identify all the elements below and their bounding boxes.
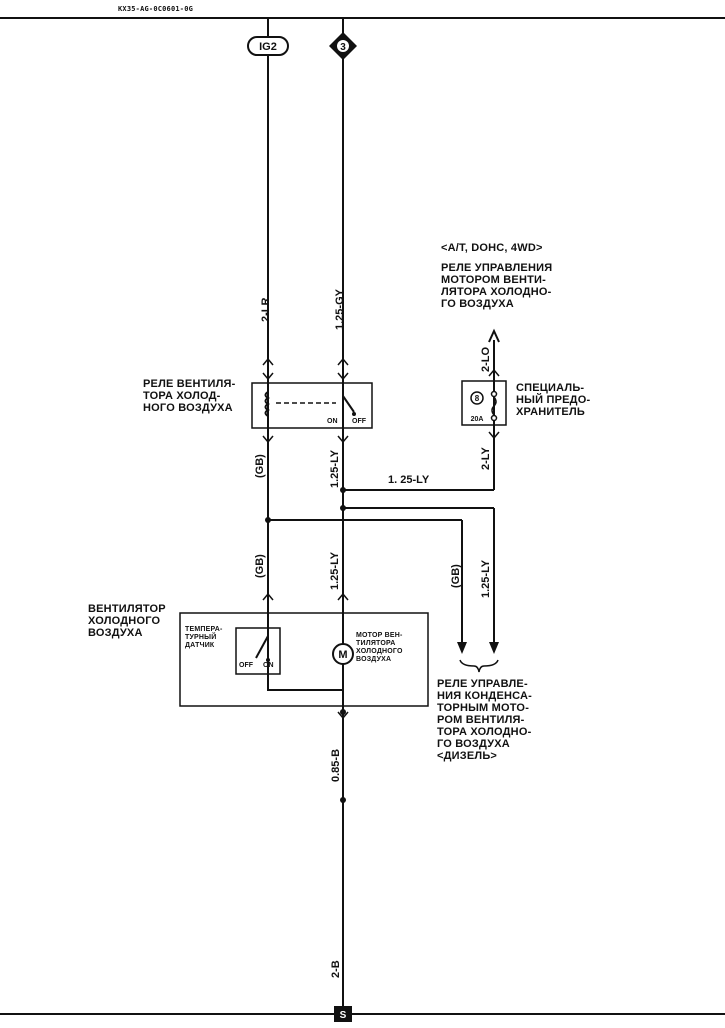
fan-relay-label: РЕЛЕ ВЕНТИЛЯ- ТОРА ХОЛОД- НОГО ВОЗДУХА	[143, 378, 236, 414]
wire-label-relay-out-right: 1.25-LY	[329, 449, 341, 488]
special-fuse-number: 8	[475, 394, 480, 403]
sensor-switch-blade	[255, 635, 269, 659]
special-fuse-badge	[470, 391, 484, 405]
sensor-off-label: OFF	[239, 662, 253, 669]
document-code: KX35-AG-0C0601-0G	[118, 5, 194, 13]
connector-chevron	[262, 372, 274, 381]
fan-motor-icon	[332, 643, 354, 665]
connector-chevron	[262, 357, 274, 366]
fan-motor-symbol: M	[338, 649, 347, 661]
wire-label-special-top: 2-LO	[480, 346, 492, 372]
ground-connector	[334, 1006, 352, 1022]
fan-assembly-box	[179, 612, 429, 707]
junction-dot	[340, 505, 346, 511]
optional-relay-label: РЕЛЕ УПРАВЛЕНИЯ МОТОРОМ ВЕНТИ- ЛЯТОРА ХО…	[441, 262, 553, 310]
fuse-link-icon	[491, 396, 497, 416]
ig2-connector	[247, 36, 289, 56]
temp-sensor-box	[235, 627, 281, 675]
ground-connector-label: S	[340, 1010, 347, 1021]
condenser-relay-label: РЕЛЕ УПРАВЛЕ- НИЯ КОНДЕНСА- ТОРНЫМ МОТО-…	[437, 678, 533, 762]
optional-relay-condition: <A/T, DOHC, 4WD>	[441, 242, 543, 254]
connector-chevron	[262, 435, 274, 444]
sensor-on-label: ON	[263, 662, 274, 669]
fuse-diamond-label: 3	[340, 42, 346, 53]
junction-dot	[340, 709, 346, 715]
wire-label-ig2-supply: 2-LR	[260, 297, 272, 322]
fuse-terminal	[490, 390, 498, 398]
relay-switch-contact	[352, 412, 356, 416]
fan-motor-label: МОТОР ВЕН- ТИЛЯТОРА ХОЛОДНОГО ВОЗДУХА	[356, 632, 403, 663]
connector-chevron	[262, 592, 274, 601]
wire-label-branch-right: 1.25-LY	[480, 559, 492, 598]
fuse-diamond-inner	[337, 40, 349, 52]
gb-branch-arrow	[457, 642, 467, 654]
temp-sensor-label: ТЕМПЕРА- ТУРНЫЙ ДАТЧИК	[185, 626, 223, 649]
junction-dot	[265, 517, 271, 523]
connector-chevron	[337, 357, 349, 366]
relay-coil-icon	[264, 391, 270, 417]
connector-chevron	[337, 435, 349, 444]
wire-label-motor-ground: 0.85-B	[330, 748, 342, 782]
wire-label-fan-in-right: 1.25-LY	[329, 551, 341, 590]
sensor-return-wire	[267, 660, 343, 691]
ly-branch-arrow	[489, 642, 499, 654]
special-fuse-label: СПЕЦИАЛЬ- НЫЙ ПРЕДО- ХРАНИТЕЛЬ	[516, 382, 591, 418]
junction-dot	[340, 797, 346, 803]
relay-switch-off-label: OFF	[352, 418, 366, 425]
junction-dot	[340, 487, 346, 493]
optional-relay-arrow	[488, 328, 500, 343]
fan-relay-box	[251, 382, 373, 429]
fuse-terminal	[490, 414, 498, 422]
wire-label-relay-out-left: (GB)	[254, 454, 266, 478]
relay-switch-blade	[342, 395, 355, 413]
wire-label-ground: 2-B	[330, 960, 342, 978]
wire-label-fuse-supply: 1.25-GY	[334, 289, 346, 330]
connector-chevron	[488, 431, 500, 440]
wire-label-special-bottom: 2-LY	[480, 447, 492, 470]
special-fuse-box	[461, 380, 507, 426]
connector-chevron	[337, 711, 349, 720]
condenser-brace	[459, 659, 499, 673]
connector-chevron	[337, 592, 349, 601]
wire-label-branch-left: (GB)	[450, 564, 462, 588]
connector-chevron	[337, 372, 349, 381]
wire-label-fan-in-left: (GB)	[254, 554, 266, 578]
special-fuse-rating: 20A	[471, 416, 484, 423]
wire-label-junction-branch: 1. 25-LY	[388, 474, 430, 486]
connector-chevron	[488, 368, 500, 377]
relay-switch-on-label: ON	[327, 418, 338, 425]
fan-assembly-label: ВЕНТИЛЯТОР ХОЛОДНОГО ВОЗДУХА	[88, 603, 166, 639]
ig2-connector-label: IG2	[259, 41, 277, 53]
